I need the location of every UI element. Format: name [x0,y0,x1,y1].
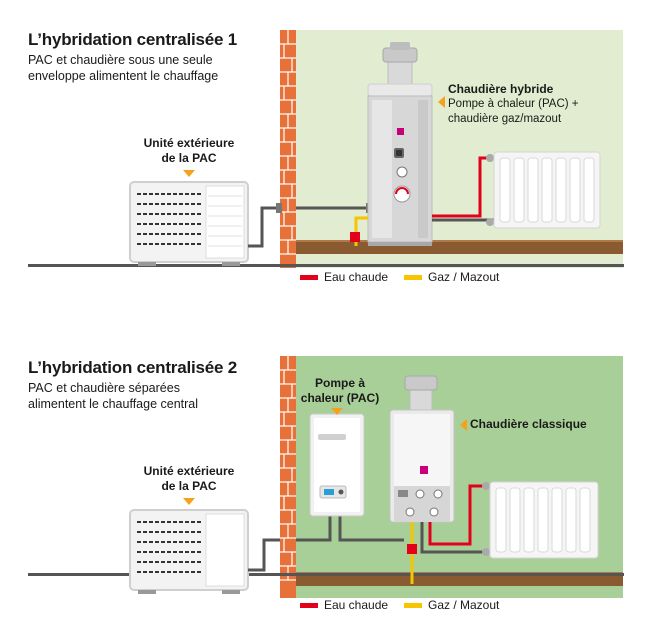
interior-wall [296,30,623,268]
pointer-icon [460,419,467,431]
heat-pump-indoor [309,413,365,517]
yellow-swatch-icon [404,602,422,608]
radiator-1 [493,151,601,229]
pointer-icon [183,498,195,505]
panel-hybrid-1: L’hybridation centralisée 1 PAC et chaud… [0,0,660,320]
refrigerant-pipes-1 [248,206,368,248]
pointer-icon [438,96,445,108]
pointer-icon [183,170,195,177]
scene-1 [28,30,624,268]
classic-boiler-label: Chaudière classique [470,417,587,431]
hybrid-boiler-label: Chaudière hybride Pompe à chaleur (PAC) … [448,82,579,125]
refrigerant-pipes-2 [248,516,404,572]
hot-water-pipe-2 [420,484,490,554]
outdoor-unit-label-2: Unité extérieure de la PAC [143,464,235,493]
panel-hybrid-2: L’hybridation centralisée 2 PAC et chaud… [0,322,660,642]
legend-hot-water-1: Eau chaude [300,270,388,284]
panel-1-title: L’hybridation centralisée 1 [28,30,238,49]
outdoor-unit-1 [129,181,249,266]
red-swatch-icon [300,274,318,280]
outdoor-unit-2 [129,509,249,594]
brick-wall [280,30,296,268]
pointer-icon [331,408,343,415]
panel-1-subtitle: PAC et chaudière sous une seule envelopp… [28,53,219,83]
ground-line [28,573,624,576]
floor [296,240,623,254]
scene-2 [28,356,624,598]
panel-2-title: L’hybridation centralisée 2 [28,358,238,377]
legend-gas-2: Gaz / Mazout [404,598,499,612]
yellow-swatch-icon [404,274,422,280]
legend-gas-1: Gaz / Mazout [404,270,499,284]
ground-line [28,264,624,267]
brick-wall [280,356,296,598]
classic-boiler [389,375,455,523]
radiator-2 [489,481,599,559]
legend-hot-water-2: Eau chaude [300,598,388,612]
heat-pump-label: Pompe à chaleur (PAC) [300,376,380,405]
hybrid-boiler [367,42,433,246]
outdoor-unit-label-1: Unité extérieure de la PAC [143,136,235,165]
red-swatch-icon [300,602,318,608]
panel-2-subtitle: PAC et chaudière séparées alimentent le … [28,381,199,411]
